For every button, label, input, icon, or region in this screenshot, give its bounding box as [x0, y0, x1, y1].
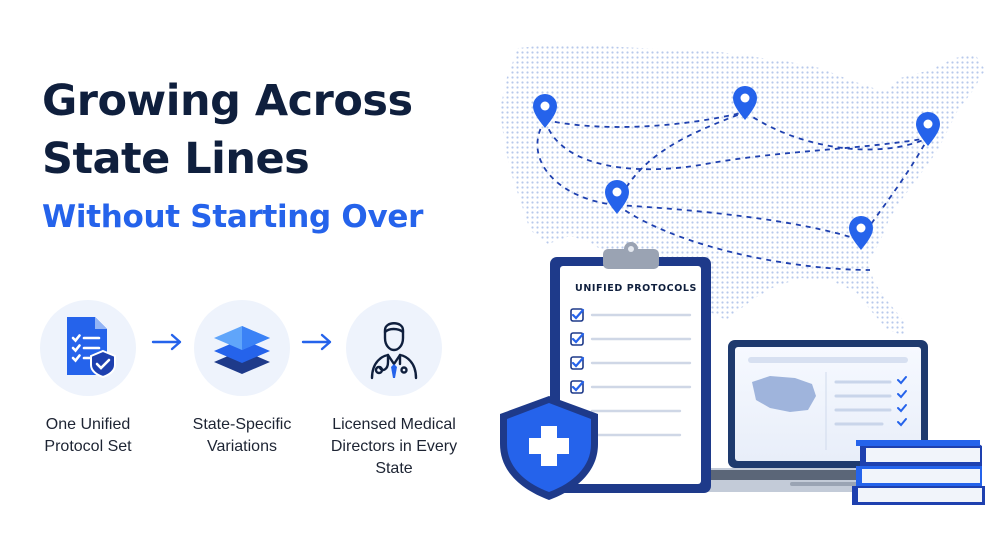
step-icon-circle [40, 300, 136, 396]
us-map-shape [500, 44, 985, 336]
doctor-stethoscope-icon [370, 322, 418, 380]
step-state-variations: State-Specific Variations [167, 300, 317, 458]
medical-shield-icon [500, 396, 598, 500]
stacked-layers-icon [214, 326, 270, 374]
clipboard-title: UNIFIED PROTOCOLS [575, 283, 697, 294]
protocol-document-shield-icon [67, 317, 116, 379]
map-pin-icon [605, 180, 629, 214]
step-unified-protocol: One Unified Protocol Set [13, 300, 163, 458]
arrow-right-icon [150, 330, 186, 359]
step-icon-circle [346, 300, 442, 396]
map-pin-icon [733, 86, 757, 120]
step-medical-directors: Licensed Medical Directors in Every Stat… [319, 300, 469, 480]
step-icon-circle [194, 300, 290, 396]
headline-subtitle: Without Starting Over [42, 199, 424, 235]
map-pin-icon [533, 94, 557, 128]
step-label: Licensed Medical Directors in Every Stat… [330, 416, 458, 477]
laptop [668, 340, 968, 492]
map-pin-icon [916, 112, 940, 146]
headline-line-2: State Lines [42, 134, 310, 184]
arrow-right-icon [300, 330, 336, 359]
map-pin-icon [849, 216, 873, 250]
headline: Growing Across State Lines Without Start… [42, 72, 423, 246]
step-label: One Unified Protocol Set [44, 416, 132, 455]
step-label: State-Specific Variations [192, 416, 292, 455]
headline-line-1: Growing Across [42, 76, 413, 126]
book-stack [852, 440, 985, 505]
